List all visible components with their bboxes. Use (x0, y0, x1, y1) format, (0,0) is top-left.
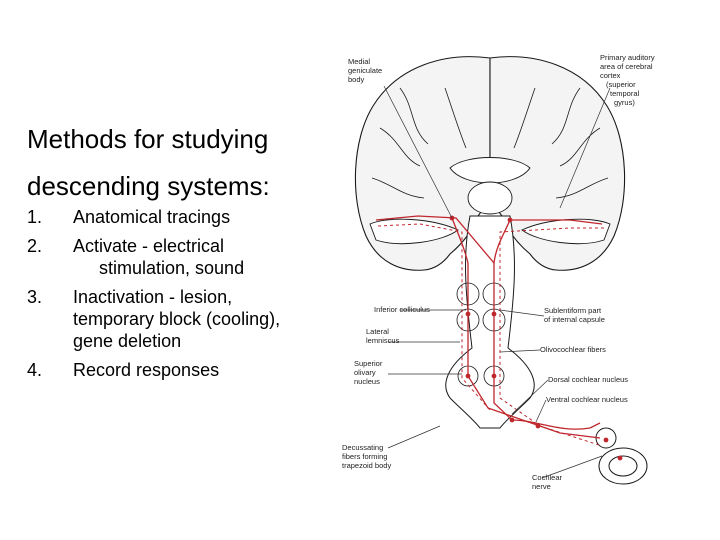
label-sublentiform-line: of internal capsule (544, 315, 605, 324)
method-text: temporary block (cooling), (73, 309, 281, 329)
brainstem-outline (445, 215, 535, 429)
label-a1-line: (superior (606, 80, 636, 89)
method-text: Activate - electrical (73, 236, 225, 256)
method-item: 1. Anatomical tracings (27, 206, 337, 228)
method-item: 2. Activate - electrical stimulation, so… (27, 235, 337, 279)
method-text: gene deletion (73, 331, 182, 351)
label-soc-line: olivary (354, 368, 376, 377)
label-ventral-cochlear: Ventral cochlear nucleus (546, 395, 628, 404)
slide-title: Methods for studying descending systems: (27, 116, 337, 210)
label-a1-line: area of cerebral (600, 62, 653, 71)
label-lines (383, 85, 611, 479)
descending-pathway-dashed (377, 223, 604, 447)
corpus-callosum (449, 157, 531, 184)
title-line-1: Methods for studying (27, 124, 269, 154)
label-inferior-colliculus: Inferior colliculus (374, 305, 430, 314)
temporal-lobe-right (521, 218, 611, 245)
method-text: Anatomical tracings (73, 207, 231, 227)
title-line-2: descending systems: (27, 171, 270, 201)
gyri-lines (371, 58, 609, 199)
label-tb-line: trapezoid body (342, 461, 391, 470)
label-tb-line: fibers forming (342, 452, 387, 461)
method-text: stimulation, sound (99, 258, 245, 278)
label-mgb-line: Medial (348, 57, 370, 66)
label-tb-line: Decussating (342, 443, 383, 452)
label-ll-line: lemniscus (366, 336, 400, 345)
label-olivocochlear: Olivocochlear fibers (540, 345, 606, 354)
methods-list: 1. Anatomical tracings 2. Activate - ele… (27, 206, 337, 388)
label-dorsal-cochlear: Dorsal cochlear nucleus (548, 375, 628, 384)
cerebrum-outline (354, 56, 626, 271)
label-ll-line: Lateral (366, 327, 389, 336)
label-a1-line: cortex (600, 71, 621, 80)
cochlea (595, 427, 648, 485)
method-text: Record responses (73, 360, 220, 380)
method-item: 4. Record responses (27, 359, 337, 381)
label-a1-line: temporal (610, 89, 640, 98)
label-sublentiform-line: Sublentiform part (544, 306, 602, 315)
method-item: 3. Inactivation - lesion, temporary bloc… (27, 286, 337, 352)
label-soc-line: nucleus (354, 377, 380, 386)
label-mgb-line: body (348, 75, 365, 84)
method-number: 3. (27, 287, 43, 307)
label-cochlear-nerve-line: Cochlear (532, 473, 563, 482)
label-soc-line: Superior (354, 359, 383, 368)
label-a1-line: Primary auditory (600, 53, 655, 62)
method-text: Inactivation - lesion, (73, 287, 233, 307)
label-mgb-line: geniculate (348, 66, 382, 75)
method-number: 4. (27, 360, 43, 380)
method-number: 2. (27, 236, 43, 256)
pathway-nodes (449, 215, 623, 461)
label-a1-line: gyrus) (614, 98, 635, 107)
method-number: 1. (27, 207, 43, 227)
label-cochlear-nerve-line: nerve (532, 482, 551, 491)
thalamus (467, 181, 513, 215)
